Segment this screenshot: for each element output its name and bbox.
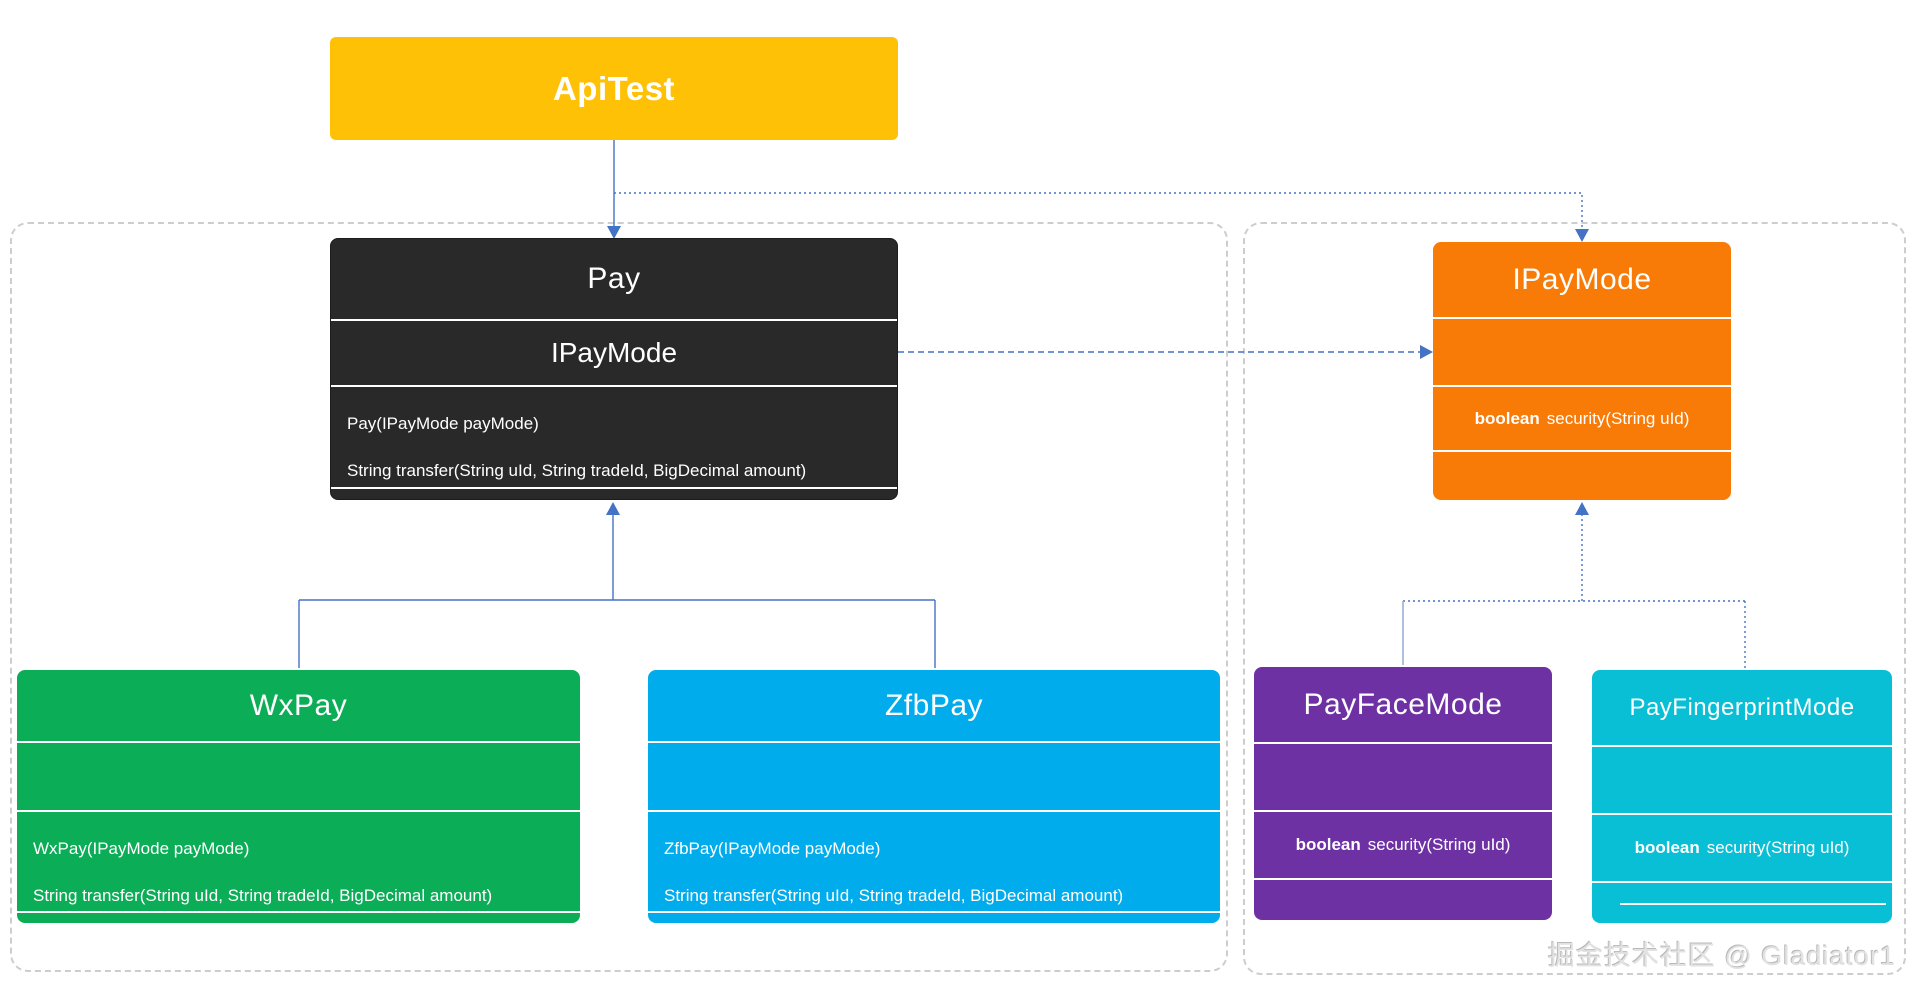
class-footer-ipaymode xyxy=(1433,450,1731,500)
method-line: Pay(IPayMode payMode) xyxy=(347,414,539,433)
method-line: WxPay(IPayMode payMode) xyxy=(33,839,250,858)
method-line: boolean security(String uId) xyxy=(1592,813,1892,881)
class-fields-payfacemode xyxy=(1254,742,1552,810)
class-methods-pay: Pay(IPayMode payMode) String transfer(St… xyxy=(331,385,897,487)
method-keyword: boolean xyxy=(1295,835,1361,854)
method-signature: security(String uId) xyxy=(1546,408,1690,428)
class-box-payfacemode: PayFaceMode boolean security(String uId) xyxy=(1254,667,1552,920)
footer-divider-line xyxy=(1620,903,1886,905)
method-keyword: boolean xyxy=(1634,838,1700,857)
class-title-zfbpay: ZfbPay xyxy=(884,688,984,722)
method-signature: security(String uId) xyxy=(1367,835,1511,854)
class-box-payfingerprintmode: PayFingerprintMode boolean security(Stri… xyxy=(1592,670,1892,923)
class-fields-wxpay xyxy=(17,741,580,810)
class-fields-zfbpay xyxy=(648,741,1220,810)
watermark-text: 掘金技术社区 @ Gladiator1 xyxy=(1548,941,1896,971)
method-line: String transfer(String uId, String trade… xyxy=(347,461,807,480)
class-title-payfingerprintmode: PayFingerprintMode xyxy=(1629,693,1855,721)
class-box-zfbpay: ZfbPay ZfbPay(IPayMode payMode) String t… xyxy=(648,670,1220,923)
method-line: String transfer(String uId, String trade… xyxy=(664,886,1124,905)
class-title-apitest: ApiTest xyxy=(552,69,676,107)
class-field-ipaymode: IPayMode xyxy=(331,319,897,385)
method-keyword: boolean xyxy=(1474,408,1540,428)
class-footer-zfbpay xyxy=(648,911,1220,923)
method-signature: security(String uId) xyxy=(1706,838,1850,857)
method-line: ZfbPay(IPayMode payMode) xyxy=(664,839,881,858)
class-box-wxpay: WxPay WxPay(IPayMode payMode) String tra… xyxy=(17,670,580,923)
class-box-ipaymode: IPayMode boolean security(String uId) xyxy=(1433,242,1731,500)
class-footer-payfacemode xyxy=(1254,878,1552,920)
class-box-pay: Pay IPayMode Pay(IPayMode payMode) Strin… xyxy=(330,238,898,500)
method-line: String transfer(String uId, String trade… xyxy=(33,886,493,905)
class-title-payfacemode: PayFaceMode xyxy=(1303,687,1503,721)
method-line: boolean security(String uId) xyxy=(1433,385,1731,450)
class-footer-payfingerprintmode xyxy=(1592,881,1892,923)
class-fields-payfingerprintmode xyxy=(1592,745,1892,813)
class-title-wxpay: WxPay xyxy=(249,688,348,722)
class-footer-pay xyxy=(331,487,897,499)
class-footer-wxpay xyxy=(17,911,580,923)
class-fields-ipaymode xyxy=(1433,317,1731,385)
class-box-apitest: ApiTest xyxy=(330,37,898,140)
class-title-ipaymode: IPayMode xyxy=(1512,262,1652,296)
class-title-pay: Pay xyxy=(587,262,641,295)
class-methods-zfbpay: ZfbPay(IPayMode payMode) String transfer… xyxy=(648,810,1220,911)
class-methods-wxpay: WxPay(IPayMode payMode) String transfer(… xyxy=(17,810,580,911)
method-line: boolean security(String uId) xyxy=(1254,810,1552,878)
